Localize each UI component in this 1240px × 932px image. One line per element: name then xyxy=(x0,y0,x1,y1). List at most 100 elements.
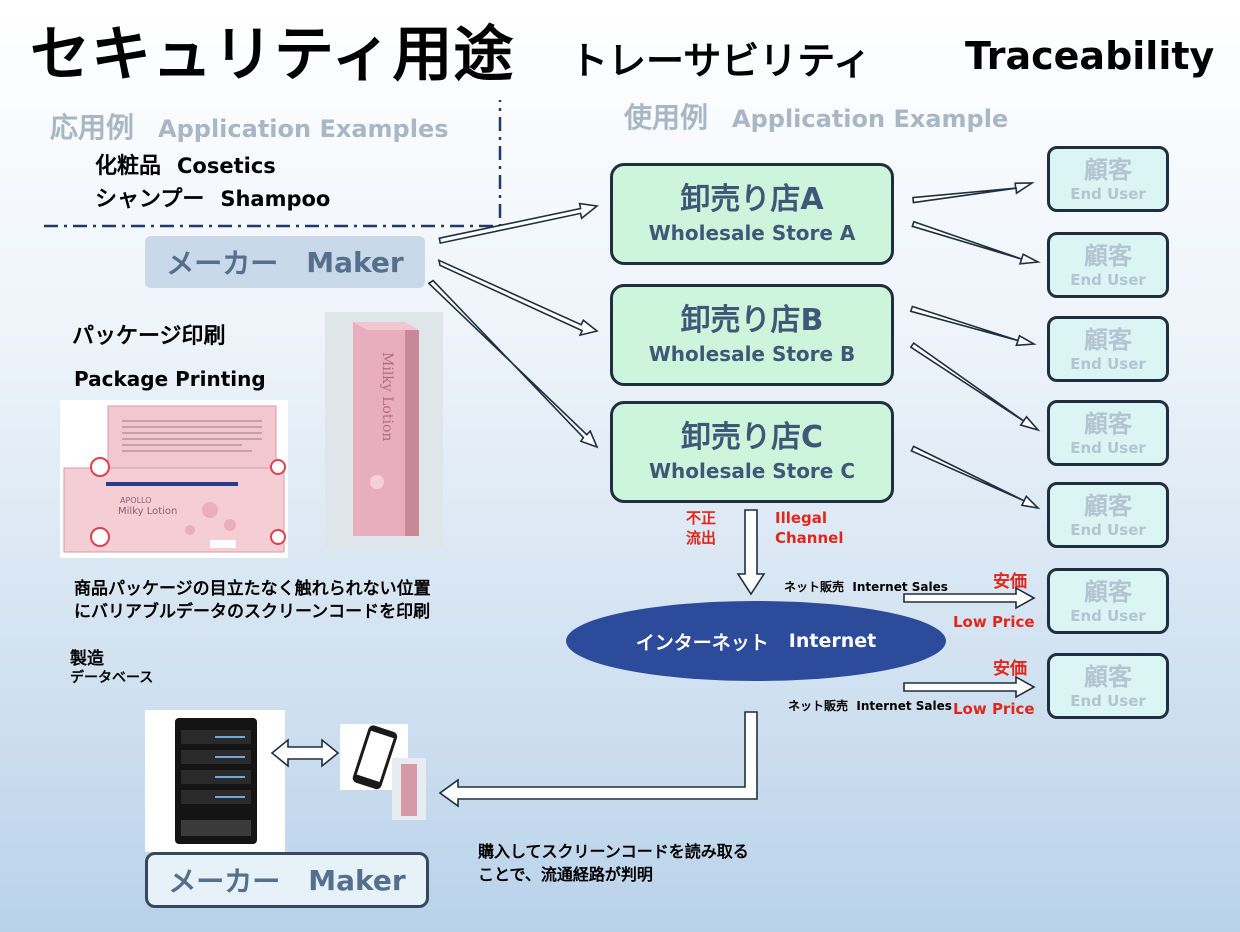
package-title-en: Package Printing xyxy=(74,367,266,391)
end-user-jp: 顧客 xyxy=(1084,410,1132,438)
end-user-box-7: 顧客 End User xyxy=(1047,653,1169,719)
maker-bottom-label-jp: メーカー xyxy=(168,865,281,898)
net-sales-jp: ネット販売 xyxy=(788,699,849,713)
application-examples-heading-en: Application Examples xyxy=(158,115,449,143)
package-layout-svg: APOLLO Milky Lotion xyxy=(63,405,286,553)
small-bottle-icon xyxy=(401,764,417,816)
store-a-en: Wholesale Store A xyxy=(648,221,856,245)
package-layout-image: APOLLO Milky Lotion xyxy=(60,400,288,558)
end-user-jp: 顧客 xyxy=(1084,663,1132,691)
illegal-label-jp: 不正 流出 xyxy=(686,508,716,548)
low-price-jp-bottom: 安価 xyxy=(993,659,1027,679)
illegal-label-en: Illegal Channel xyxy=(775,508,843,548)
end-user-en: End User xyxy=(1070,607,1146,625)
application-item-cosmetics: 化粧品 Cosetics xyxy=(95,148,276,180)
arrow-maker-to-store-a xyxy=(438,202,599,245)
application-item-jp: シャンプー xyxy=(95,187,205,212)
application-examples-heading: 応用例 Application Examples xyxy=(50,106,449,146)
server-icon xyxy=(175,718,257,844)
end-user-jp: 顧客 xyxy=(1084,578,1132,606)
title-main: セキュリティ用途 xyxy=(30,20,515,90)
usage-example-heading-en: Application Example xyxy=(732,105,1009,133)
arrow-return-to-maker xyxy=(438,711,758,808)
arrow-store-c-to-user-5 xyxy=(910,445,1041,510)
arrow-maker-to-store-c xyxy=(427,279,599,449)
internet-en: Internet xyxy=(788,630,877,652)
maker-bottom-label-en: Maker xyxy=(308,863,406,897)
usage-example-heading-jp: 使用例 xyxy=(624,101,709,134)
application-item-en: Cosetics xyxy=(177,154,276,178)
end-user-jp: 顧客 xyxy=(1084,326,1132,354)
package-brand: APOLLO xyxy=(120,496,152,505)
package-title-jp: パッケージ印刷 xyxy=(72,324,226,349)
end-user-jp: 顧客 xyxy=(1084,156,1132,184)
smartphone-icon xyxy=(352,725,398,790)
net-sales-label-bottom: ネット販売 Internet Sales xyxy=(788,697,952,714)
end-user-box-2: 顧客 End User xyxy=(1047,232,1169,298)
smartphone-image xyxy=(340,724,408,790)
database-line1: 製造 xyxy=(70,649,104,669)
usage-example-heading: 使用例 Application Example xyxy=(624,96,1008,136)
arrow-store-a-to-user-2 xyxy=(911,220,1041,265)
title-sub: トレーサビリティ xyxy=(570,39,871,83)
arrow-internet-to-user-7 xyxy=(903,675,1036,699)
maker-box-top: メーカー Maker xyxy=(145,236,425,288)
application-item-shampoo: シャンプー Shampoo xyxy=(95,181,330,213)
product-photo: Milky Lotion xyxy=(325,312,443,548)
illegal-jp-line1: 不正 xyxy=(686,509,717,527)
net-sales-en: Internet Sales xyxy=(852,580,948,594)
net-sales-jp: ネット販売 xyxy=(784,580,845,594)
package-desc-line1: 商品パッケージの目立たなく触れられない位置 xyxy=(74,579,431,599)
arrow-store-b-to-user-3 xyxy=(909,305,1037,347)
server-image xyxy=(145,710,285,852)
store-b-jp: 卸売り店B xyxy=(680,303,824,338)
end-user-box-1: 顧客 End User xyxy=(1047,146,1169,212)
arrow-store-a-to-user-1 xyxy=(912,182,1035,204)
maker-box-bottom: メーカー Maker xyxy=(145,852,429,908)
store-c: 卸売り店C Wholesale Store C xyxy=(610,401,894,503)
end-user-box-3: 顧客 End User xyxy=(1047,316,1169,382)
illegal-jp-line2: 流出 xyxy=(686,529,717,547)
application-item-jp: 化粧品 xyxy=(95,154,162,179)
arrow-server-phone xyxy=(270,738,340,768)
store-b: 卸売り店B Wholesale Store B xyxy=(610,284,894,386)
scan-note-line1: 購入してスクリーンコードを読み取る xyxy=(478,842,749,861)
store-c-jp: 卸売り店C xyxy=(680,420,824,455)
net-sales-label-top: ネット販売 Internet Sales xyxy=(784,578,948,595)
net-sales-en: Internet Sales xyxy=(856,699,952,713)
end-user-box-4: 顧客 End User xyxy=(1047,400,1169,466)
application-examples-heading-jp: 応用例 xyxy=(50,111,135,144)
bottle-label: Milky Lotion xyxy=(379,352,395,441)
package-product-name: Milky Lotion xyxy=(118,506,177,517)
end-user-jp: 顧客 xyxy=(1084,492,1132,520)
end-user-en: End User xyxy=(1070,521,1146,539)
arrow-store-to-internet xyxy=(736,509,766,596)
low-price-en-top: Low Price xyxy=(953,613,1035,631)
database-line2: データベース xyxy=(70,670,154,686)
end-user-en: End User xyxy=(1070,355,1146,373)
arrow-maker-to-store-b xyxy=(437,258,599,337)
title-en: Traceability xyxy=(965,34,1215,78)
store-c-en: Wholesale Store C xyxy=(648,459,855,483)
low-price-jp-top: 安価 xyxy=(993,572,1027,592)
internet-node: インターネット Internet xyxy=(566,601,946,681)
end-user-en: End User xyxy=(1070,271,1146,289)
end-user-en: End User xyxy=(1070,692,1146,710)
application-dashed-border xyxy=(44,100,502,228)
end-user-en: End User xyxy=(1070,439,1146,457)
end-user-jp: 顧客 xyxy=(1084,242,1132,270)
scan-note-line2: ことで、流通経路が判明 xyxy=(478,865,653,884)
end-user-en: End User xyxy=(1070,185,1146,203)
store-a: 卸売り店A Wholesale Store A xyxy=(610,163,894,265)
package-desc-line2: にバリアブルデータのスクリーンコードを印刷 xyxy=(74,602,431,622)
store-a-jp: 卸売り店A xyxy=(680,182,824,217)
end-user-box-5: 顧客 End User xyxy=(1047,482,1169,548)
arrow-store-b-to-user-4 xyxy=(909,341,1041,432)
illegal-en-line2: Channel xyxy=(775,529,844,547)
application-item-en: Shampoo xyxy=(220,187,331,211)
end-user-box-6: 顧客 End User xyxy=(1047,568,1169,634)
internet-jp: インターネット xyxy=(635,631,769,654)
small-bottle-image xyxy=(392,758,426,820)
store-b-en: Wholesale Store B xyxy=(648,342,856,366)
